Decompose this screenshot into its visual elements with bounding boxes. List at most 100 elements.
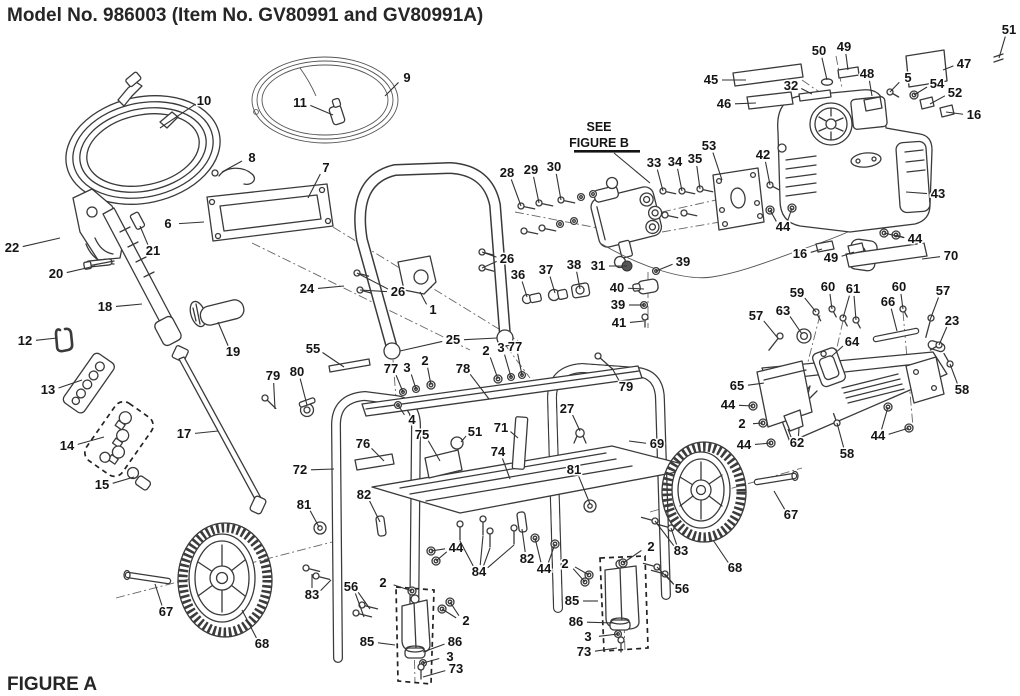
part-spacer-82	[375, 511, 528, 537]
part-clip-52	[919, 96, 935, 110]
part-callout-53: 53	[702, 138, 716, 153]
part-callout-57: 57	[749, 308, 763, 323]
part-callout-3: 3	[403, 360, 410, 375]
part-decal-47	[905, 49, 948, 88]
part-foot-left	[395, 586, 435, 685]
part-callout-41: 41	[612, 315, 626, 330]
part-callout-11: 11	[293, 95, 307, 110]
part-callout-24: 24	[300, 281, 315, 296]
part-foot-pad	[609, 619, 631, 631]
part-carabiner-clip	[54, 327, 74, 353]
part-callout-69: 69	[650, 436, 664, 451]
part-callout-2: 2	[647, 539, 654, 554]
part-callout-1: 1	[429, 302, 436, 317]
part-handle	[354, 162, 514, 360]
part-plug-51	[450, 436, 464, 450]
part-callout-85: 85	[565, 593, 579, 608]
part-callout-81: 81	[297, 497, 311, 512]
part-callout-83: 83	[674, 543, 688, 558]
part-callout-77: 77	[508, 339, 522, 354]
part-callout-6: 6	[164, 216, 171, 231]
part-axle-right	[753, 470, 799, 486]
part-engine	[777, 89, 933, 272]
part-bracket-75	[424, 449, 463, 479]
part-callout-66: 66	[881, 294, 895, 309]
part-callout-71: 71	[494, 420, 508, 435]
part-callout-8: 8	[248, 150, 255, 165]
part-callout-52: 52	[948, 85, 962, 100]
part-callout-72: 72	[293, 462, 307, 477]
engine-cooling-fins	[785, 155, 817, 197]
part-callout-70: 70	[944, 248, 958, 263]
part-strip-32	[798, 89, 832, 102]
part-wire-clip-27	[573, 428, 587, 444]
part-decal-46	[746, 91, 794, 110]
part-spray-gun	[72, 188, 182, 347]
part-callout-35: 35	[688, 151, 702, 166]
part-high-pressure-hose	[65, 71, 221, 205]
part-callout-44: 44	[721, 397, 736, 412]
part-nozzle-kit	[83, 400, 155, 478]
part-callout-73: 73	[577, 644, 591, 659]
part-callout-3: 3	[497, 340, 504, 355]
part-decals	[732, 49, 1004, 268]
part-callout-30: 30	[547, 159, 561, 174]
part-callout-39: 39	[611, 297, 625, 312]
part-callout-73: 73	[449, 661, 463, 676]
part-callout-40: 40	[610, 280, 624, 295]
part-callout-22: 22	[5, 240, 19, 255]
part-callout-38: 38	[567, 257, 581, 272]
part-callout-33: 33	[647, 155, 661, 170]
part-callout-2: 2	[482, 343, 489, 358]
part-callout-3: 3	[584, 629, 591, 644]
part-nozzle-holder	[62, 352, 115, 414]
part-callout-68: 68	[728, 560, 742, 575]
part-callout-15: 15	[95, 477, 109, 492]
part-callout-55: 55	[306, 341, 320, 356]
part-callout-48: 48	[860, 66, 874, 81]
part-callout-7: 7	[322, 160, 329, 175]
part-callout-56: 56	[344, 579, 358, 594]
part-callout-28: 28	[500, 165, 514, 180]
part-callout-2: 2	[462, 613, 469, 628]
part-callout-86: 86	[448, 634, 462, 649]
part-callout-57: 57	[936, 283, 950, 298]
part-callout-51: 51	[1002, 22, 1016, 37]
part-clip-16	[939, 104, 955, 118]
part-carb-fittings	[521, 282, 591, 305]
part-callout-65: 65	[730, 378, 744, 393]
part-callout-10: 10	[197, 93, 211, 108]
part-callout-36: 36	[511, 267, 525, 282]
part-callout-23: 23	[945, 313, 959, 328]
part-callout-27: 27	[560, 401, 574, 416]
part-base-plate	[371, 445, 699, 514]
part-callout-2: 2	[738, 416, 745, 431]
part-callout-56: 56	[675, 581, 689, 596]
part-callout-42: 42	[756, 147, 770, 162]
part-panel-bracket	[206, 183, 334, 242]
part-axle-left	[123, 569, 172, 585]
part-bracket-49b	[847, 242, 865, 255]
part-callout-5: 5	[904, 70, 911, 85]
note-underline	[574, 150, 640, 153]
part-callout-2: 2	[379, 575, 386, 590]
part-callout-26: 26	[500, 251, 514, 266]
part-callout-12: 12	[18, 333, 32, 348]
part-engine-side-cover	[895, 140, 931, 214]
part-callout-59: 59	[790, 285, 804, 300]
part-callout-60: 60	[892, 279, 906, 294]
part-lance-extension	[171, 345, 267, 515]
part-callout-51: 51	[468, 424, 482, 439]
part-callout-81: 81	[567, 462, 581, 477]
part-tube-coil	[251, 56, 399, 144]
part-recoil-starter	[809, 102, 853, 146]
engine-badge	[850, 152, 882, 168]
part-decal-70	[845, 242, 928, 268]
part-decal-45	[732, 63, 804, 87]
part-callout-9: 9	[403, 70, 410, 85]
part-wheel-left	[177, 522, 273, 638]
part-callout-43: 43	[931, 186, 945, 201]
